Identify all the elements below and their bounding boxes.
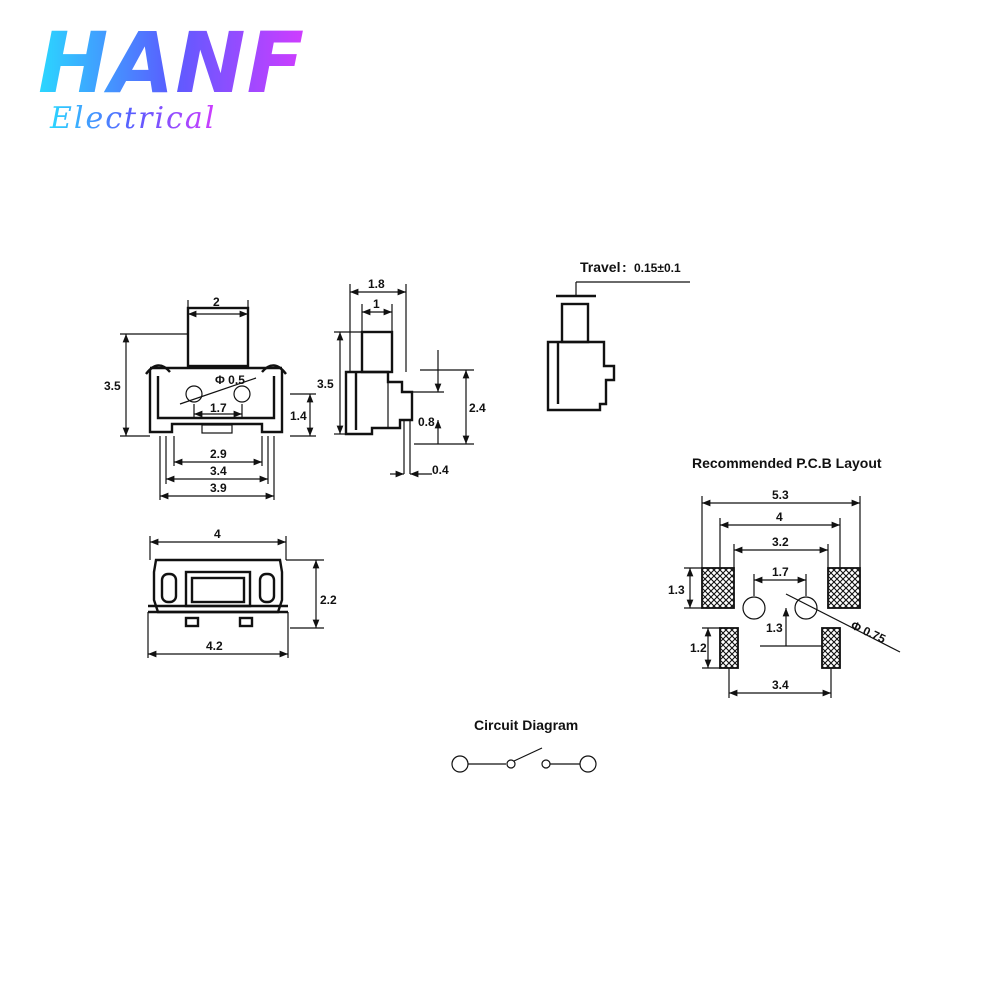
bottom-right-slot: [258, 572, 276, 604]
dim-pcb-pad-height-bottom: 1.2: [690, 641, 707, 655]
pcb-pad-top-right: [827, 567, 861, 609]
travel-label: Travel: [580, 259, 620, 275]
dim-pcb-inner: 3.2: [772, 535, 789, 549]
bottom-body: [152, 558, 284, 614]
front-hole-left: [185, 385, 203, 403]
travel-view: Travel : 0.15±0.1: [546, 259, 690, 412]
circuit-title: Circuit Diagram: [474, 717, 578, 733]
dim-side-body-height: 2.4: [469, 401, 486, 415]
bottom-view: 4 4.2 2.2: [147, 527, 337, 658]
dim-front-hole-pitch: 1.7: [210, 401, 227, 415]
travel-actuator: [560, 302, 590, 344]
circuit-contact-left: [506, 759, 516, 769]
front-body-inner: [156, 376, 276, 420]
side-actuator: [360, 330, 394, 374]
logo-subtitle-text: Electrical: [49, 101, 216, 136]
pcb-pad-bottom-right: [821, 627, 841, 669]
dim-pcb-bottom-span: 3.4: [772, 678, 789, 692]
dim-pcb-hole-offset: 1.3: [766, 621, 783, 635]
dim-side-actuator-depth: 1: [373, 297, 380, 311]
bottom-button: [184, 570, 252, 608]
front-actuator: [186, 306, 250, 368]
logo-brand-text: HANF: [38, 14, 305, 112]
side-view: 1.8 1 3.5 2.4 0.8 0.4: [317, 277, 486, 478]
dim-front-hole-diameter: Φ 0.5: [215, 373, 245, 387]
dim-side-depth-total: 1.8: [368, 277, 385, 291]
dim-front-base-outer: 3.9: [210, 481, 227, 495]
dim-front-height: 3.5: [104, 379, 121, 393]
circuit-switch-arm: [513, 747, 543, 762]
brand-logo: HANF Electrical: [38, 14, 305, 136]
front-body: [148, 370, 284, 434]
pcb-hole-right: [794, 596, 818, 620]
dim-side-height: 3.5: [317, 377, 334, 391]
dim-pcb-mid: 4: [776, 510, 783, 524]
svg-text::: :: [622, 259, 627, 275]
dim-pcb-outer: 5.3: [772, 488, 789, 502]
bottom-left-slot: [160, 572, 178, 604]
circuit-terminal-left: [451, 755, 469, 773]
dim-bottom-body-width: 4: [214, 527, 221, 541]
dim-pcb-hole-diameter: Φ 0.75: [849, 618, 888, 646]
dim-pcb-hole-pitch: 1.7: [772, 565, 789, 579]
travel-body: [546, 340, 616, 412]
dim-front-base-inner: 2.9: [210, 447, 227, 461]
front-left-lug: [145, 364, 171, 375]
dim-front-hole-height: 1.4: [290, 409, 307, 423]
circuit-diagram: Circuit Diagram: [451, 717, 597, 773]
dim-side-lead-thickness: 0.4: [432, 463, 449, 477]
pcb-pad-top-left: [701, 567, 735, 609]
circuit-contact-right: [541, 759, 551, 769]
dim-front-base-mid: 3.4: [210, 464, 227, 478]
pcb-hole-left: [742, 596, 766, 620]
travel-value: 0.15±0.1: [634, 261, 681, 275]
front-view: Φ 0.5 2 3.5 1.4 1.7 2.9 3.4 3.9: [104, 295, 316, 500]
pcb-layout: Recommended P.C.B Layout Φ 0.75 5.3 4 3.…: [668, 455, 901, 698]
dim-bottom-overall-width: 4.2: [206, 639, 223, 653]
dim-side-step: 0.8: [418, 415, 435, 429]
front-right-lug: [261, 364, 287, 375]
circuit-terminal-right: [579, 755, 597, 773]
dim-front-actuator-width: 2: [213, 295, 220, 309]
pcb-title: Recommended P.C.B Layout: [692, 455, 882, 471]
front-hole-right: [233, 385, 251, 403]
dim-pcb-pad-height-top: 1.3: [668, 583, 685, 597]
dim-bottom-height: 2.2: [320, 593, 337, 607]
pcb-pad-bottom-left: [719, 627, 739, 669]
